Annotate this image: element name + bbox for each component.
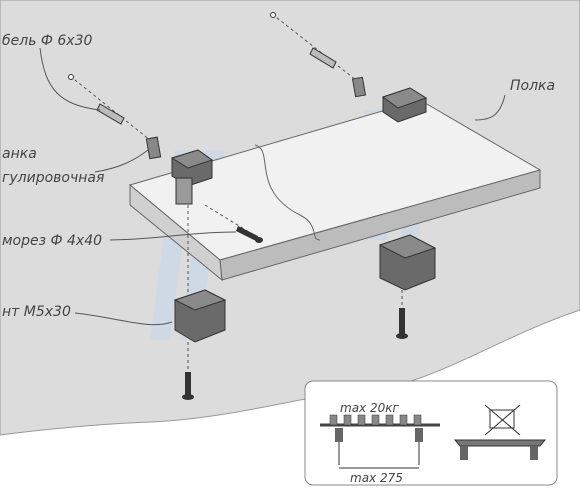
plate-label-line1: анка [2, 146, 37, 162]
bottom-right-bracket [378, 234, 437, 291]
left-top-bracket [170, 149, 214, 205]
bottom-left-bracket [173, 205, 227, 343]
shelf-label: Полка [510, 78, 555, 94]
dowel-label: бель Ф 6x30 [2, 33, 92, 49]
dowel-left [68, 74, 151, 141]
rear-bracket [381, 87, 428, 123]
max-load-label: max 20кг [340, 401, 399, 415]
dowel-right [270, 12, 357, 81]
bolt-right [396, 290, 408, 339]
bolt-label: нт М5x30 [2, 304, 71, 320]
load-inset: max 20кг max 275 [304, 380, 558, 486]
screw-label: морез Ф 4x40 [2, 233, 102, 249]
bolt-left [182, 342, 194, 400]
wood-screw [204, 204, 263, 243]
max-span-label: max 275 [350, 471, 403, 485]
rear-adjustment-plate [351, 76, 367, 98]
leader-lines [39, 47, 506, 326]
plate-label-line2: гулировочная [2, 170, 104, 186]
shelf-board [128, 99, 542, 282]
adjustment-plate [145, 136, 162, 160]
